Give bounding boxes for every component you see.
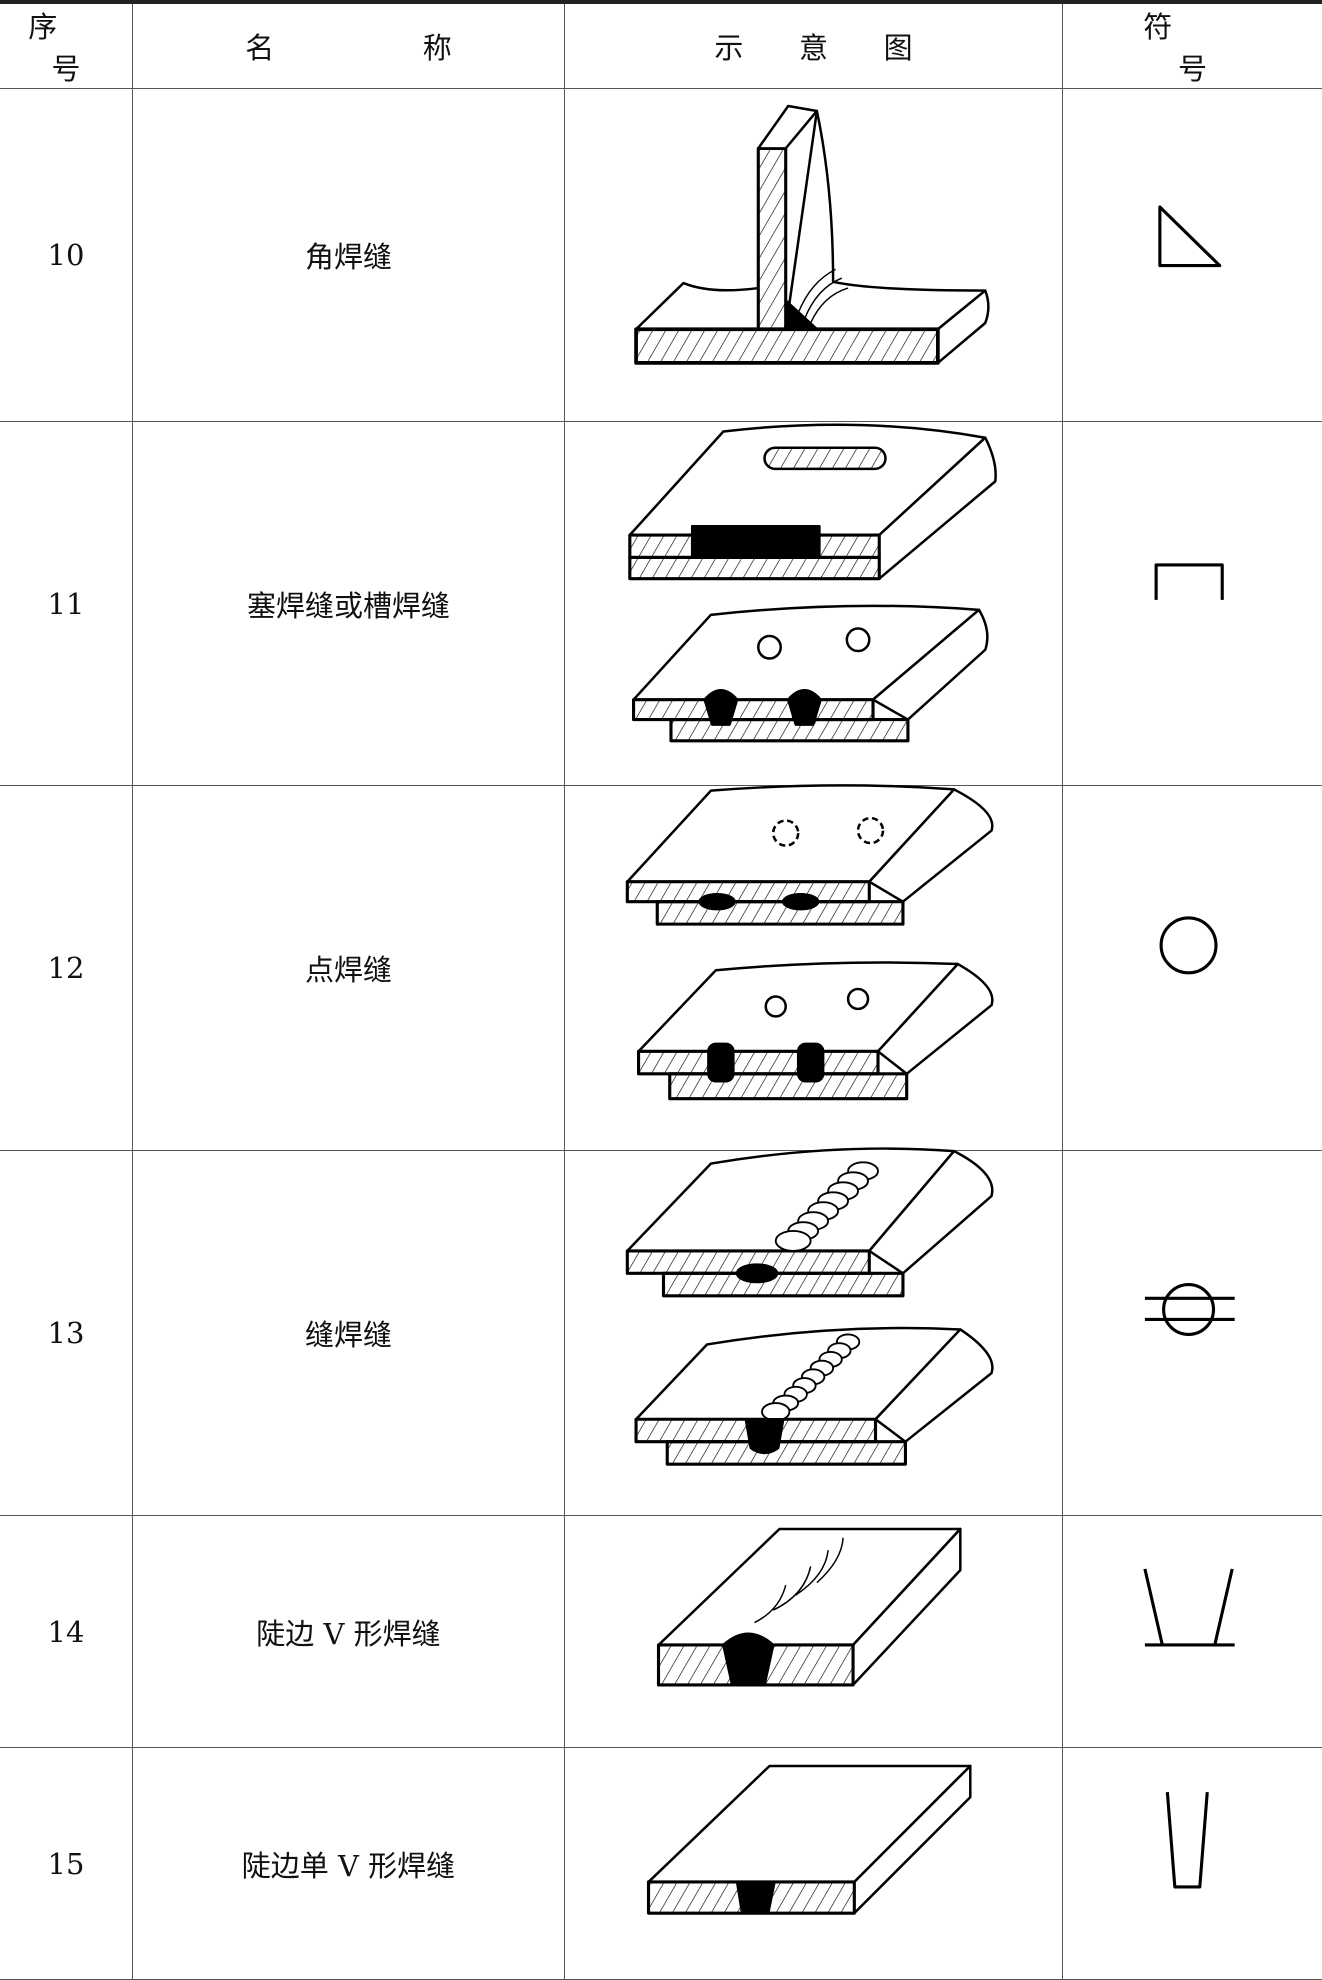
row-name: 陡边单 V 形焊缝 — [133, 1748, 565, 1980]
table-row: 12 点焊缝 — [0, 786, 1322, 1151]
row-symbol-cell — [1063, 786, 1322, 1151]
row-symbol-cell — [1063, 1151, 1322, 1516]
header-symbol: 符 号 — [1063, 2, 1322, 89]
header-diagram: 示 意 图 — [565, 2, 1063, 89]
header-index-label: 序 号 — [28, 10, 127, 86]
row-diagram-cell — [565, 89, 1063, 422]
row-index: 13 — [0, 1151, 133, 1516]
row-index: 15 — [0, 1748, 133, 1980]
row-diagram-cell — [565, 1516, 1063, 1748]
header-name: 名 称 — [133, 2, 565, 89]
table-row: 11 塞焊缝或槽焊缝 — [0, 422, 1322, 786]
row-diagram-cell — [565, 1748, 1063, 1980]
row-index: 10 — [0, 89, 133, 422]
row-name: 点焊缝 — [133, 786, 565, 1151]
row-symbol-cell — [1063, 1516, 1322, 1748]
header-diagram-label: 示 意 图 — [714, 31, 935, 65]
header-name-label: 名 称 — [245, 31, 521, 65]
row-symbol-cell — [1063, 1748, 1322, 1980]
row-name: 陡边 V 形焊缝 — [133, 1516, 565, 1748]
row-diagram-cell — [565, 1151, 1063, 1516]
header-symbol-label: 符 号 — [1143, 10, 1276, 86]
table-header-row: 序 号 名 称 示 意 图 符 号 — [0, 2, 1322, 89]
row-name: 缝焊缝 — [133, 1151, 565, 1516]
table-row: 14 陡边 V 形焊缝 — [0, 1516, 1322, 1748]
table-row: 13 缝焊缝 — [0, 1151, 1322, 1516]
row-name: 塞焊缝或槽焊缝 — [133, 422, 565, 786]
row-name: 角焊缝 — [133, 89, 565, 422]
row-symbol-cell — [1063, 89, 1322, 422]
row-symbol-cell — [1063, 422, 1322, 786]
row-index: 11 — [0, 422, 133, 786]
header-index: 序 号 — [0, 2, 133, 89]
row-index: 12 — [0, 786, 133, 1151]
table-row: 10 角焊缝 — [0, 89, 1322, 422]
row-diagram-cell — [565, 422, 1063, 786]
row-diagram-cell — [565, 786, 1063, 1151]
table-row: 15 陡边单 V 形焊缝 — [0, 1748, 1322, 1980]
row-index: 14 — [0, 1516, 133, 1748]
